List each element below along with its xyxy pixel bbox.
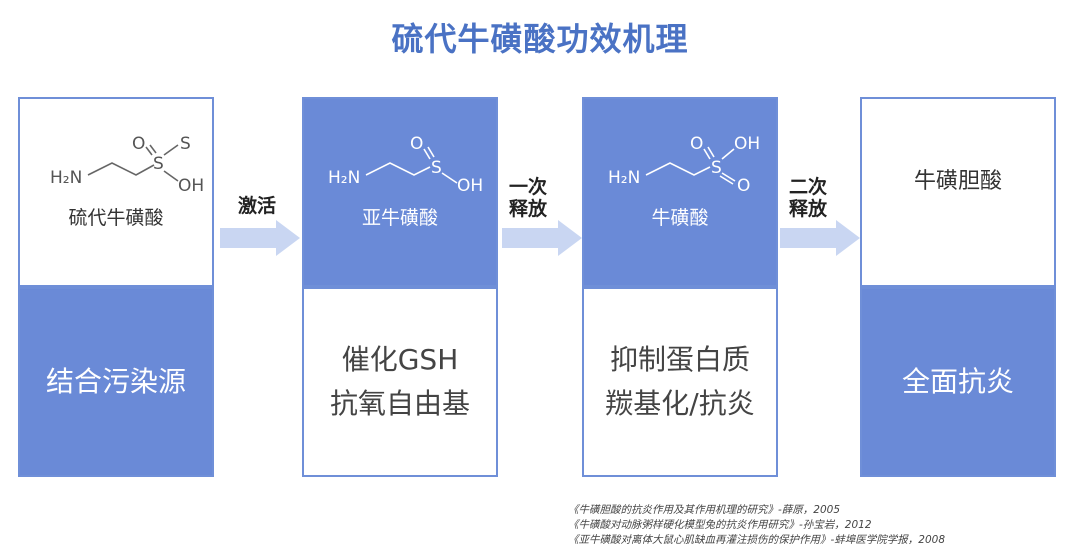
molecule-name: 牛磺胆酸 xyxy=(913,169,1002,194)
effect-line: 结合污染源 xyxy=(45,365,186,398)
effect-line: 抑制蛋白质 xyxy=(609,343,750,376)
effect-box-taurine: 抑制蛋白质 羰基化/抗炎 xyxy=(582,287,778,477)
reference-item: 《亚牛磺酸对离体大鼠心肌缺血再灌注损伤的保护作用》-蚌埠医学院学报，2008 xyxy=(568,534,946,546)
molecule-box-hypotaurine: H₂N S O OH 亚牛磺酸 xyxy=(302,97,498,287)
arrow-label-activate: 激活 xyxy=(222,195,292,217)
amine-label: H₂N xyxy=(328,168,360,188)
molecule-name: 牛磺酸 xyxy=(651,207,709,229)
oxygen-label: O xyxy=(410,134,423,154)
oxygen-label: O xyxy=(132,134,145,154)
arrow-first-release xyxy=(502,220,582,256)
effect-line: 抗氧自由基 xyxy=(329,387,470,420)
effect-line: 全面抗炎 xyxy=(901,365,1014,398)
amine-label: H₂N xyxy=(608,168,640,188)
effect-line: 催化GSH xyxy=(341,343,459,376)
molecule-box-thiotaurine: H₂N S O S OH 硫代牛磺酸 xyxy=(18,97,214,287)
molecule-name: 硫代牛磺酸 xyxy=(68,207,164,229)
reference-item: 《牛磺酸对动脉粥样硬化模型兔的抗炎作用研究》-孙宝岩，2012 xyxy=(568,519,872,531)
arrow-label-line: 一次 xyxy=(508,176,547,198)
arrow-label-first-release: 一次 释放 xyxy=(502,176,554,220)
oxygen2-label: O xyxy=(737,176,750,195)
effect-box-thiotaurine: 结合污染源 xyxy=(18,287,214,477)
thiotaurine-structure: H₂N S O S OH xyxy=(50,134,204,195)
reference-item: 《牛磺胆酸的抗炎作用及其作用机理的研究》-薛原，2005 xyxy=(568,504,841,516)
arrow-label-second-release: 二次 释放 xyxy=(782,176,834,220)
arrow-label-line: 二次 xyxy=(788,176,827,198)
effect-box-hypotaurine: 催化GSH 抗氧自由基 xyxy=(302,287,498,477)
sulfur-label: S xyxy=(153,154,164,174)
effect-text: 催化GSH 抗氧自由基 xyxy=(304,338,496,426)
amine-label: H₂N xyxy=(50,168,82,188)
taurine-structure: H₂N S O O OH xyxy=(608,134,760,195)
page-title: 硫代牛磺酸功效机理 xyxy=(391,20,689,58)
molecule-box-taurocholic-acid: 牛磺胆酸 xyxy=(860,97,1056,287)
sulfur-label: S xyxy=(431,158,442,178)
arrow-label-line: 激活 xyxy=(237,195,276,217)
references: 《牛磺胆酸的抗炎作用及其作用机理的研究》-薛原，2005 《牛磺酸对动脉粥样硬化… xyxy=(568,503,1078,548)
hypotaurine-structure: H₂N S O OH xyxy=(328,134,483,195)
effect-text: 全面抗炎 xyxy=(862,360,1054,404)
effect-text: 抑制蛋白质 羰基化/抗炎 xyxy=(584,338,776,426)
hydroxyl-label: OH xyxy=(178,176,204,195)
effect-text: 结合污染源 xyxy=(20,360,212,404)
molecule-name: 亚牛磺酸 xyxy=(361,207,438,229)
sulfur-label: S xyxy=(711,158,722,178)
effect-line: 羰基化/抗炎 xyxy=(605,387,755,420)
effect-box-taurocholic-acid: 全面抗炎 xyxy=(860,287,1056,477)
arrow-label-line: 释放 xyxy=(508,198,547,220)
arrow-second-release xyxy=(780,220,860,256)
molecule-box-taurine: H₂N S O O OH 牛磺酸 xyxy=(582,97,778,287)
arrow-label-line: 释放 xyxy=(788,198,827,220)
oxygen-label: O xyxy=(690,134,703,154)
hydroxyl-label: OH xyxy=(457,176,483,195)
sulfur2-label: S xyxy=(180,134,191,154)
hydroxyl-label: OH xyxy=(734,134,760,154)
arrow-activate xyxy=(220,220,300,256)
